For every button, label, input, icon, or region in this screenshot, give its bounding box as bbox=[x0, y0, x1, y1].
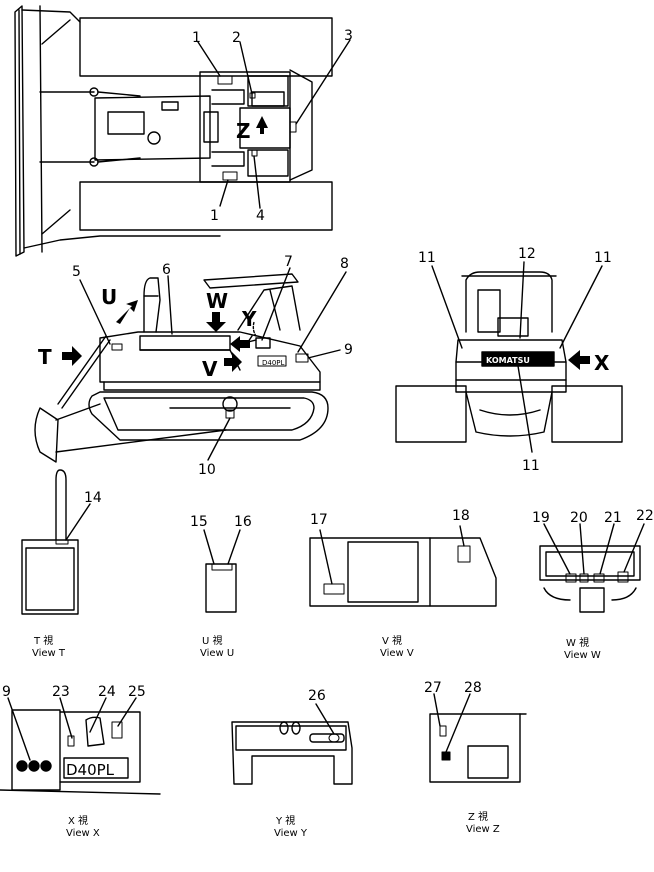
callout-1-lower: 1 bbox=[210, 208, 219, 224]
callout-21: 21 bbox=[604, 510, 622, 526]
callout-27: 27 bbox=[424, 680, 442, 696]
view-t-drawing bbox=[21, 469, 91, 615]
arrow-label-z: Z bbox=[236, 119, 251, 143]
view-t-arrow bbox=[62, 346, 82, 366]
view-w-en: View W bbox=[564, 650, 601, 661]
side-view-drawing bbox=[34, 273, 329, 463]
callout-24: 24 bbox=[98, 684, 116, 700]
callout-20: 20 bbox=[570, 510, 588, 526]
callout-10: 10 bbox=[198, 462, 216, 478]
callout-6: 6 bbox=[162, 262, 171, 278]
callout-4: 4 bbox=[256, 208, 265, 224]
callout-19: 19 bbox=[532, 510, 550, 526]
callout-18: 18 bbox=[452, 508, 470, 524]
arrow-label-t: T bbox=[38, 345, 52, 369]
callout-22: 22 bbox=[636, 508, 654, 524]
view-z-en: View Z bbox=[466, 824, 500, 835]
callout-23: 23 bbox=[52, 684, 70, 700]
arrow-label-w: W bbox=[206, 289, 228, 313]
callout-11-left: 11 bbox=[418, 250, 436, 266]
view-u-arrow bbox=[116, 300, 138, 324]
top-view-drawing bbox=[14, 5, 333, 257]
callout-15: 15 bbox=[190, 514, 208, 530]
view-x-en: View X bbox=[66, 828, 100, 839]
view-w-arrow bbox=[206, 312, 226, 332]
view-x-jp: X 視 bbox=[68, 814, 88, 827]
view-y-drawing bbox=[231, 703, 353, 785]
view-z-jp: Z 視 bbox=[468, 810, 488, 823]
callout-26: 26 bbox=[308, 688, 326, 704]
arrow-label-v: V bbox=[202, 357, 218, 381]
callout-28: 28 bbox=[464, 680, 482, 696]
view-t-en: View T bbox=[32, 648, 66, 659]
callout-11-bottom: 11 bbox=[522, 458, 540, 474]
callout-2: 2 bbox=[232, 30, 241, 46]
callout-8: 8 bbox=[340, 256, 349, 272]
callout-14: 14 bbox=[84, 490, 102, 506]
brand-decal: KOMATSU bbox=[486, 356, 530, 365]
view-u-jp: U 視 bbox=[202, 634, 223, 647]
view-v-en: View V bbox=[380, 648, 414, 659]
view-y-en: View Y bbox=[274, 828, 308, 839]
arrow-label-y: Y bbox=[241, 307, 257, 331]
callout-12: 12 bbox=[518, 246, 536, 262]
callout-9: 9 bbox=[344, 342, 353, 358]
view-z-arrow bbox=[256, 116, 268, 134]
arrow-label-x: X bbox=[594, 351, 610, 375]
view-v-drawing bbox=[309, 525, 497, 607]
callout-9-view-x: 9 bbox=[2, 684, 11, 700]
arrow-label-u: U bbox=[101, 285, 117, 309]
view-v-jp: V 視 bbox=[382, 634, 402, 647]
callout-5: 5 bbox=[72, 264, 81, 280]
model-decal-large: D40PL bbox=[66, 761, 115, 779]
model-decal-small: D40PL bbox=[262, 359, 285, 367]
callout-1: 1 bbox=[192, 30, 201, 46]
view-z-drawing bbox=[429, 693, 527, 783]
rear-view-drawing bbox=[395, 271, 623, 443]
view-x-drawing bbox=[0, 697, 161, 795]
view-y-jp: Y 視 bbox=[275, 814, 295, 827]
view-u-drawing bbox=[203, 529, 241, 613]
callout-11-right: 11 bbox=[594, 250, 612, 266]
view-x-arrow bbox=[568, 350, 590, 370]
callout-7: 7 bbox=[284, 254, 293, 270]
view-w2-arrow bbox=[230, 336, 250, 352]
callout-16: 16 bbox=[234, 514, 252, 530]
view-v-arrow bbox=[224, 352, 242, 372]
view-w-drawing bbox=[539, 523, 645, 613]
view-t-jp: T 視 bbox=[33, 634, 53, 647]
view-w-jp: W 視 bbox=[566, 636, 589, 649]
callout-3: 3 bbox=[344, 28, 353, 44]
callout-17: 17 bbox=[310, 512, 328, 528]
view-u-en: View U bbox=[200, 648, 234, 659]
callout-25: 25 bbox=[128, 684, 146, 700]
